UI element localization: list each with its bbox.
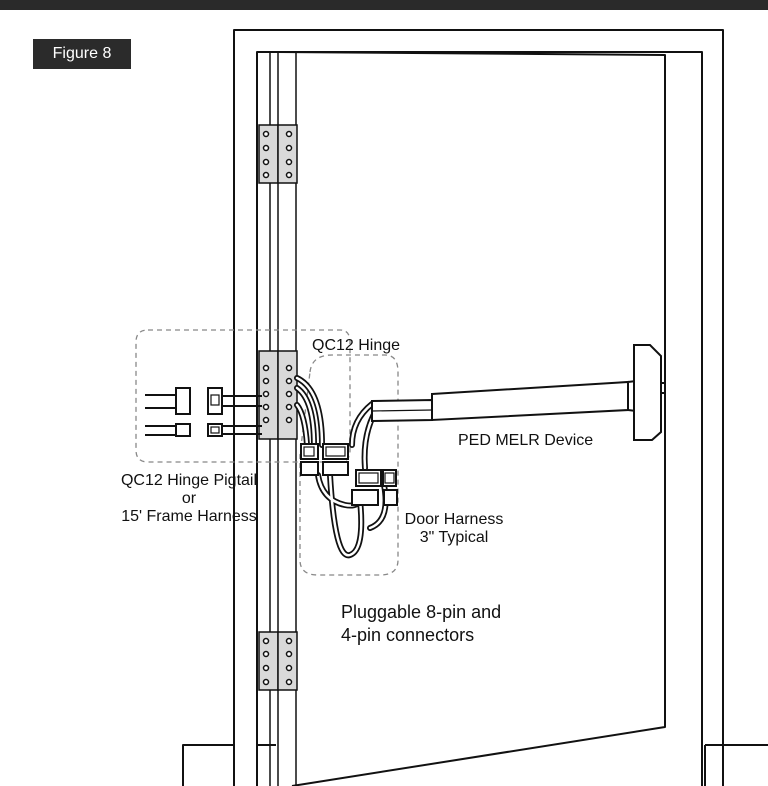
harness-connector-4pin [383,489,398,506]
pigtail-label-line1: QC12 Hinge Pigtail [121,472,257,489]
hinge-top [258,124,298,184]
hinge-middle [258,350,298,440]
pigtail-label-line3: 15' Frame Harness [121,508,257,525]
harness-connector-8pin [351,489,379,506]
harness-connector-4pin [300,461,319,476]
hinge-bottom [258,631,298,691]
door-frame [233,29,724,786]
floor-right [704,744,768,786]
ped-melr-device [371,344,666,441]
door-harness-label-line2: 3" Typical [420,529,489,546]
hinge-label: QC12 Hinge [312,337,400,354]
harness-callout-box [299,354,399,576]
device-label: PED MELR Device [458,432,593,449]
floor-left [182,744,276,786]
harness-connector-4pin [322,461,349,476]
pigtail-connector [175,423,191,437]
door-leaf [277,51,666,786]
door-harness-label-line1: Door Harness [405,511,504,528]
top-banner [0,0,768,10]
figure-label: Figure 8 [33,39,131,69]
connectors-label-line2: 4-pin connectors [341,625,474,645]
pigtail-label-line2: or [182,490,197,507]
connectors-label-line1: Pluggable 8-pin and [341,602,501,622]
pigtail-connector [175,387,191,415]
